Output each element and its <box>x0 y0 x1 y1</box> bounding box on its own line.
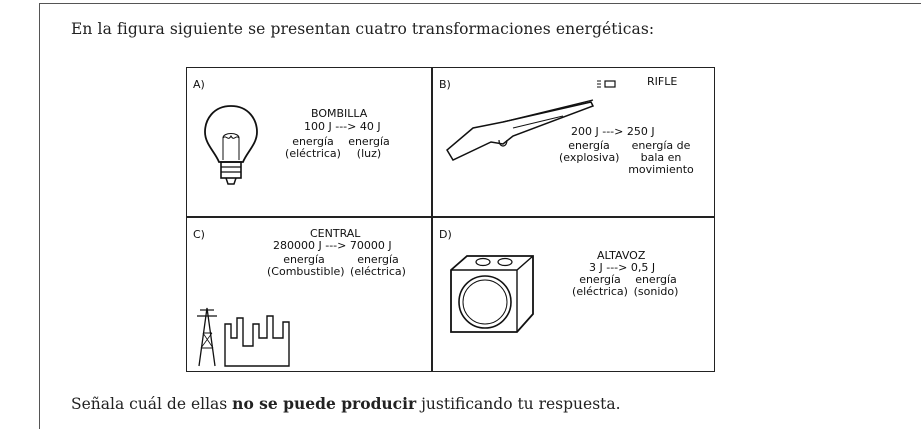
grid-divider-vertical <box>431 68 433 371</box>
rifle-icon <box>446 99 595 161</box>
panel-to: energía (sonido) <box>633 273 679 298</box>
power-plant-icon <box>197 307 290 367</box>
panel-to: energía (eléctrica) <box>350 253 406 278</box>
light-bulb-icon <box>204 105 258 185</box>
panel-title: CENTRAL <box>310 227 361 240</box>
panel-equation: 3 J ---> 0,5 J <box>589 261 656 274</box>
panel-from: energía (explosiva) <box>559 139 620 164</box>
panel-to: energía de bala en movimiento <box>628 139 694 176</box>
question-pre: Señala cuál de ellas <box>71 395 233 413</box>
panel-letter: C) <box>193 228 205 241</box>
panel-b: B) RIFLE 200 J ---> 250 J energía (explo… <box>433 68 716 216</box>
panel-letter: A) <box>193 78 205 91</box>
speaker-icon <box>450 255 534 333</box>
panel-letter: D) <box>439 228 452 241</box>
grid-divider-horizontal <box>187 216 714 218</box>
question-post: justificando tu respuesta. <box>416 395 621 413</box>
figure-grid: A) BOMBILLA 100 J ---> 40 J energía (elé… <box>186 67 715 372</box>
panel-from: energía (Combustible) <box>267 253 345 278</box>
bullet-icon <box>597 80 616 88</box>
panel-from: energía (eléctrica) <box>285 135 341 160</box>
panel-title: RIFLE <box>647 75 678 88</box>
panel-equation: 100 J ---> 40 J <box>304 120 381 133</box>
question-emphasis: no se puede producir <box>232 394 417 413</box>
panel-from: energía (eléctrica) <box>572 273 628 298</box>
panel-a: A) BOMBILLA 100 J ---> 40 J energía (elé… <box>187 68 431 216</box>
intro-text: En la figura siguiente se presentan cuat… <box>71 20 655 38</box>
panel-to: energía (luz) <box>348 135 390 160</box>
panel-c: C) CENTRAL 280000 J ---> 70000 J energía… <box>187 218 431 371</box>
document-frame <box>39 3 921 429</box>
question-text: Señala cuál de ellas no se puede produci… <box>71 394 621 413</box>
panel-equation: 280000 J ---> 70000 J <box>273 239 392 252</box>
panel-title: BOMBILLA <box>311 107 368 120</box>
panel-title: ALTAVOZ <box>597 249 646 262</box>
panel-equation: 200 J ---> 250 J <box>571 125 655 138</box>
panel-letter: B) <box>439 78 451 91</box>
panel-d: D) ALTAVOZ 3 J ---> 0,5 J energía (eléct… <box>433 218 716 371</box>
